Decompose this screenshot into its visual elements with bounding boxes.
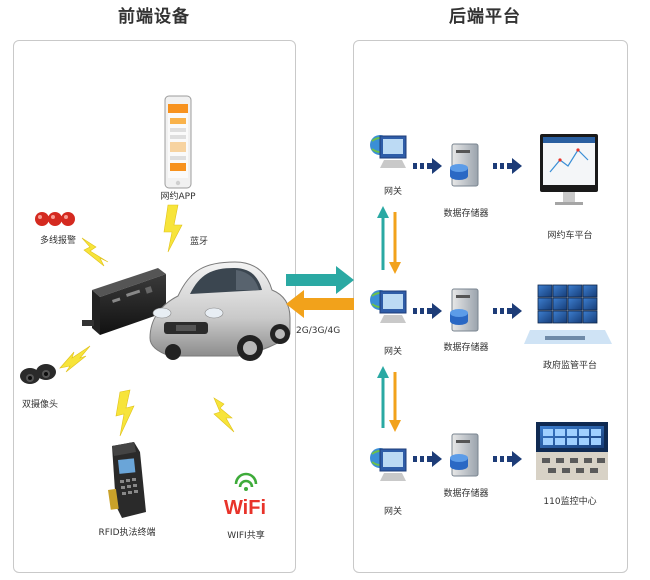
storage-server-icon: [450, 433, 479, 477]
phone-icon: [164, 95, 192, 189]
storage-label: 数据存储器: [443, 489, 489, 499]
uplink-arrow: [286, 266, 354, 294]
car-icon: [149, 261, 291, 361]
bluetooth-label: 蓝牙: [190, 237, 209, 247]
storage-server-icon: [450, 143, 479, 187]
storage-label: 数据存储器: [443, 209, 489, 219]
gateway-vertical-arrows: [377, 206, 401, 432]
government-platform-label: 政府监管平台: [542, 361, 598, 371]
mdvr-box-icon: [82, 268, 166, 335]
wifi-logo-text: WiFi: [224, 497, 266, 519]
flow-arrows-row1: [413, 158, 522, 174]
lightning-bolt-rfid: [115, 389, 135, 437]
gateway-label: 网关: [383, 187, 403, 197]
network-link-label: 2G/3G/4G: [296, 326, 341, 336]
wifi-share-label: WIFI共享: [227, 531, 265, 541]
lightning-bolt-camera: [59, 345, 91, 373]
camera-icon: [20, 364, 56, 384]
gateway-icon: [370, 135, 407, 168]
storage-label: 数据存储器: [443, 343, 489, 353]
gateway-icon: [370, 290, 407, 323]
rfid-terminal-icon: [108, 442, 146, 518]
lightning-icons: [59, 204, 235, 437]
monitoring-center-icon: [536, 422, 608, 480]
monitoring-center-label: 110监控中心: [543, 497, 597, 507]
wifi-icon: WiFi: [224, 472, 266, 519]
flow-arrows-row3: [413, 451, 522, 467]
video-wall-icon: [524, 284, 612, 344]
ride-hailing-platform-label: 网约车平台: [547, 231, 593, 241]
gateway-label: 网关: [383, 507, 403, 517]
alarm-label: 多线报警: [40, 236, 77, 246]
flow-arrows-row2: [413, 303, 522, 319]
storage-server-icon: [450, 288, 479, 332]
lightning-bolt-alarm: [81, 237, 109, 267]
lightning-bolt-app: [163, 204, 183, 253]
front-title: 前端设备: [118, 7, 190, 27]
downlink-arrow: [286, 290, 354, 318]
rfid-label: RFID执法终端: [98, 528, 156, 538]
alarm-icon: [35, 212, 75, 226]
link-arrows: [286, 266, 354, 318]
app-label: 网约APP: [160, 192, 196, 202]
gateway-icon: [370, 448, 407, 481]
gateway-label: 网关: [383, 347, 403, 357]
ride-hailing-platform-monitor-icon: [540, 134, 598, 205]
lightning-bolt-wifi: [213, 397, 235, 433]
back-title: 后端平台: [449, 7, 521, 27]
camera-label: 双摄像头: [22, 400, 59, 410]
